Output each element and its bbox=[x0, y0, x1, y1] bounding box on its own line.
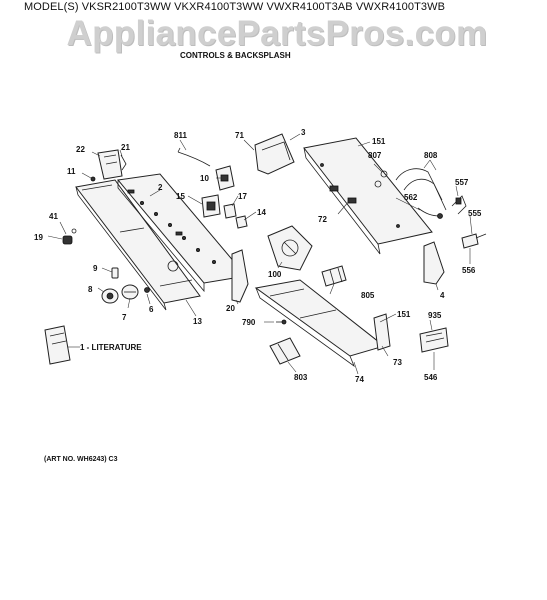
part-805-bracket bbox=[321, 265, 347, 287]
label-2: 2 bbox=[158, 183, 163, 192]
label-807: 807 bbox=[368, 151, 382, 160]
section-title: CONTROLS & BACKSPLASH bbox=[180, 51, 291, 60]
label-557: 557 bbox=[455, 178, 469, 187]
label-20: 20 bbox=[226, 304, 235, 313]
label-41: 41 bbox=[49, 212, 58, 221]
label-21: 21 bbox=[121, 143, 130, 152]
leader-lines bbox=[47, 133, 473, 375]
part-790-screw bbox=[276, 319, 287, 325]
part-4-bracket bbox=[423, 241, 445, 285]
model-numbers-header: MODEL(S) VKSR2100T3WW VKXR4100T3WW VWXR4… bbox=[24, 1, 446, 13]
label-556: 556 bbox=[462, 266, 476, 275]
part-3-bracket bbox=[254, 133, 295, 175]
part-6-clip bbox=[144, 287, 150, 293]
label-10: 10 bbox=[200, 174, 209, 183]
part-22-bracket bbox=[97, 149, 123, 180]
label-14: 14 bbox=[257, 208, 266, 217]
label-71: 71 bbox=[235, 131, 244, 140]
part-73-bracket bbox=[373, 313, 391, 351]
label-935: 935 bbox=[428, 311, 442, 320]
part-10-switch bbox=[215, 165, 235, 191]
label-100: 100 bbox=[268, 270, 282, 279]
label-790: 790 bbox=[242, 318, 256, 327]
label-555: 555 bbox=[468, 209, 482, 218]
label-811: 811 bbox=[174, 131, 187, 140]
label-808: 808 bbox=[424, 151, 438, 160]
watermark: AppliancePartsPros.com bbox=[66, 14, 488, 53]
part-546-harness bbox=[419, 327, 449, 353]
label-11: 11 bbox=[67, 167, 76, 176]
part-9-insert bbox=[111, 267, 119, 279]
label-1-literature: 1 - LITERATURE bbox=[80, 343, 142, 352]
part-811-harness bbox=[177, 147, 211, 167]
label-4: 4 bbox=[440, 291, 445, 300]
part-21-clip bbox=[120, 154, 127, 171]
label-7: 7 bbox=[122, 313, 127, 322]
label-803: 803 bbox=[294, 373, 308, 382]
label-19: 19 bbox=[34, 233, 43, 242]
label-17: 17 bbox=[238, 192, 247, 201]
part-100-timer bbox=[267, 225, 313, 271]
part-19-knob bbox=[62, 228, 77, 245]
label-9: 9 bbox=[93, 264, 98, 273]
part-72-backsplash bbox=[303, 137, 433, 255]
part-15-switch bbox=[201, 194, 221, 218]
label-3: 3 bbox=[301, 128, 306, 137]
label-546: 546 bbox=[424, 373, 438, 382]
part-556-harness bbox=[461, 233, 487, 249]
part-808-hoses bbox=[395, 168, 447, 211]
label-8: 8 bbox=[88, 285, 93, 294]
label-13: 13 bbox=[193, 317, 202, 326]
label-15: 15 bbox=[176, 192, 185, 201]
label-74: 74 bbox=[355, 375, 364, 384]
part-557-connector bbox=[451, 195, 467, 215]
part-8-knob bbox=[101, 288, 119, 304]
part-14-clip bbox=[235, 215, 248, 229]
label-6: 6 bbox=[149, 305, 154, 314]
art-number: (ART NO. WH6243) C3 bbox=[44, 456, 118, 463]
label-73: 73 bbox=[393, 358, 402, 367]
label-151a: 151 bbox=[372, 137, 386, 146]
part-11-screw bbox=[90, 176, 96, 182]
label-805: 805 bbox=[361, 291, 375, 300]
part-803-bracket bbox=[269, 337, 301, 365]
part-13-console-rear bbox=[75, 179, 201, 311]
part-7-knob bbox=[121, 284, 139, 300]
label-22: 22 bbox=[76, 145, 85, 154]
label-72: 72 bbox=[318, 215, 327, 224]
label-562: 562 bbox=[404, 193, 418, 202]
part-807-clamp bbox=[374, 170, 388, 188]
part-20-end-cap bbox=[231, 249, 249, 303]
label-151b: 151 bbox=[397, 310, 411, 319]
part-562-wire bbox=[417, 207, 443, 219]
part-1-literature bbox=[44, 325, 71, 365]
part-labels: 22 21 11 2 811 10 15 17 14 71 3 151 807 … bbox=[34, 128, 482, 384]
part-17-clip bbox=[223, 203, 237, 219]
